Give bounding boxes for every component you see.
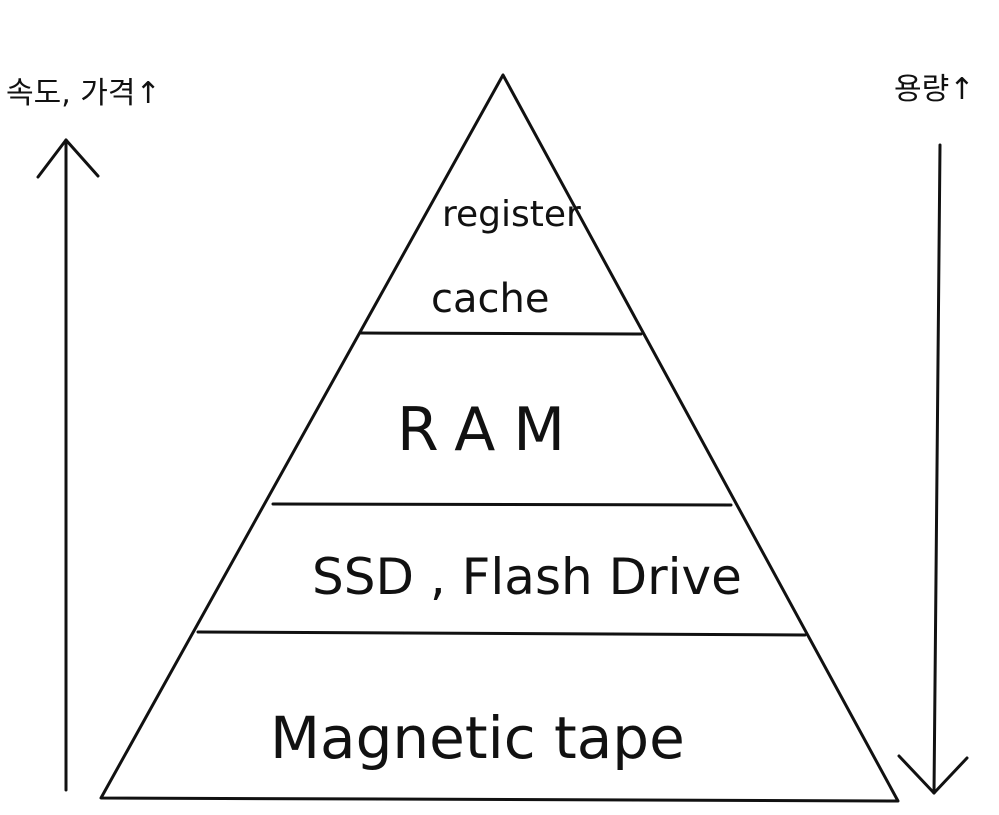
pyramid-outline — [99, 73, 900, 803]
pyramid-level-1: register cache — [431, 194, 581, 322]
pyramid-level-3: SSD , Flash Drive — [312, 548, 742, 606]
level-divider — [196, 630, 807, 637]
up-arrow-icon — [36, 138, 100, 179]
level-label: cache — [431, 276, 549, 322]
level-divider — [271, 502, 733, 507]
level-label: register — [442, 194, 581, 235]
pyramid-level-4: Magnetic tape — [270, 704, 685, 772]
right-axis-label: 용량↑ — [894, 72, 974, 107]
level-label: RAM — [397, 395, 583, 465]
level-divider — [359, 331, 643, 336]
level-label: SSD , Flash Drive — [312, 548, 742, 606]
right-axis-line — [932, 143, 942, 795]
down-arrow-icon — [897, 754, 969, 795]
level-label: Magnetic tape — [270, 704, 685, 772]
pyramid — [99, 73, 900, 803]
left-axis: 속도, 가격↑ — [6, 76, 161, 792]
left-axis-label: 속도, 가격↑ — [6, 76, 161, 111]
pyramid-level-2: RAM — [397, 395, 583, 465]
right-axis: 용량↑ — [894, 72, 974, 795]
